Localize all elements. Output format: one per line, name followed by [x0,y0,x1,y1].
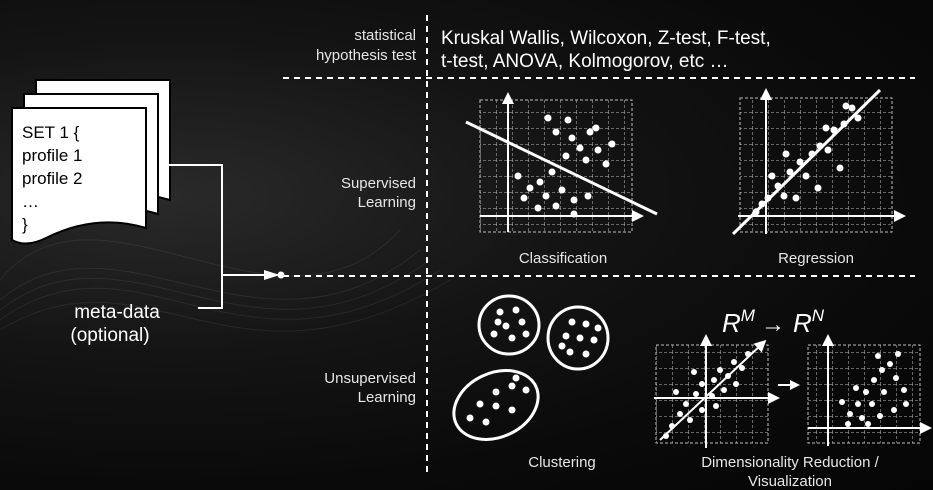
dimred-arrowhead [790,380,800,390]
document-stack [11,79,171,245]
dimred-caption-1: Dimensionality Reduction / [701,454,879,471]
dimred-source-points [663,351,751,439]
section-labels: statistical hypothesis test Supervised L… [316,27,417,406]
metadata-label: meta-data [74,302,160,323]
clustering-diagram: Clustering [452,294,610,471]
regression-caption: Regression [778,250,854,267]
tests-line-1: Kruskal Wallis, Wilcoxon, Z-test, F-test… [441,28,771,49]
classification-caption: Classification [519,250,607,267]
dimred-source-plot [654,334,780,448]
classification-plot: Classification [465,92,658,267]
connector-arrowhead [264,270,280,280]
set-line-4: } [22,215,28,234]
unsupervised-label-2: Learning [358,389,416,406]
cluster-2 [546,305,610,371]
formula-to-base: R [793,308,812,338]
hypothesis-label-1: statistical [354,27,416,44]
formula-from-base: R [722,308,741,338]
formula-to-sup: N [812,306,825,325]
metadata-optional: (optional) [70,325,149,346]
background-swirl [0,229,451,332]
hypothesis-label-2: hypothesis test [316,47,417,64]
dimred-caption-2: Visualization [748,473,832,490]
unsupervised-label-1: Unsupervised [324,370,416,387]
junction-dot [277,271,285,279]
cluster-1 [477,294,541,356]
regression-plot: Regression [731,88,906,267]
regression-points [752,102,862,216]
set-line-2: profile 2 [22,169,82,188]
dimred-target-plot [807,334,932,446]
dimred-target-points [839,351,909,427]
tests-line-2: t-test, ANOVA, Kolmogorov, etc … [441,51,729,72]
classification-boundary [465,120,658,216]
formula-from-sup: M [741,306,756,325]
dimension-formula: RM→RN [722,306,825,338]
supervised-label-2: Learning [358,194,416,211]
cluster-3 [452,369,540,441]
document-text: SET 1 { profile 1 profile 2 … } [22,123,82,234]
connector-lines [160,164,268,309]
formula-arrow: → [761,311,785,338]
set-line-0: SET 1 { [22,123,80,142]
svg-text:RM→RN: RM→RN [722,306,825,338]
set-line-3: … [22,192,39,211]
supervised-label-1: Supervised [341,175,416,192]
class-points [514,114,616,218]
clustering-caption: Clustering [528,454,596,471]
set-line-1: profile 1 [22,146,82,165]
cluster-points [466,306,602,426]
